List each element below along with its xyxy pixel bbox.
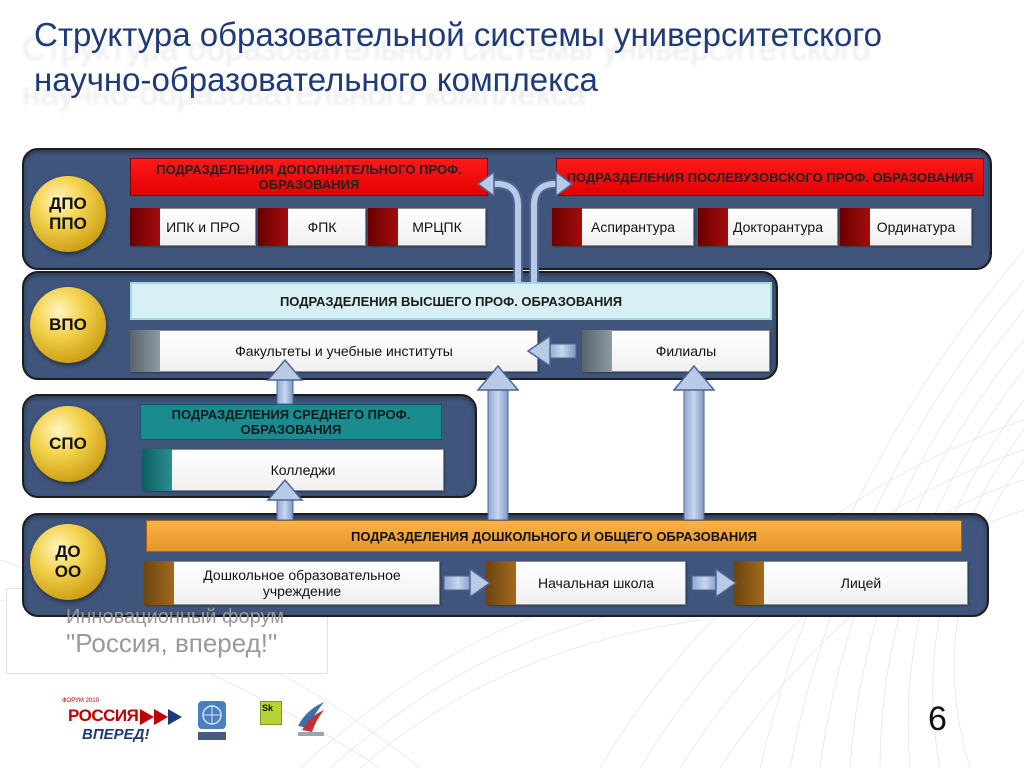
- unit-ipk-pro: ИПК и ПРО: [130, 208, 256, 246]
- unit-label: Дошкольное образовательное учреждение: [203, 567, 401, 599]
- unit-label: Ординатура: [876, 219, 956, 235]
- unit-tab: [582, 330, 612, 372]
- header-postgraduate-education-text: ПОДРАЗДЕЛЕНИЯ ПОСЛЕВУЗОВСКОГО ПРОФ. ОБРА…: [566, 169, 974, 185]
- badge-ppo-label: ППО: [49, 214, 87, 233]
- header-additional-education-text: ПОДРАЗДЕЛЕНИЯ ДОПОЛНИТЕЛЬНОГО ПРОФ. ОБРА…: [156, 162, 462, 192]
- slide-title: Структура образовательной системы универ…: [34, 16, 882, 98]
- unit-lyceum: Лицей: [734, 561, 968, 605]
- unit-primary-school: Начальная школа: [486, 561, 686, 605]
- unit-label: Начальная школа: [537, 575, 655, 591]
- header-postgraduate-education: ПОДРАЗДЕЛЕНИЯ ПОСЛЕВУЗОВСКОГО ПРОФ. ОБРА…: [556, 158, 984, 196]
- unit-mrcpk: МРЦПК: [368, 208, 486, 246]
- unit-tab: [840, 208, 870, 246]
- page-number: 6: [928, 700, 947, 738]
- forum-title-line2: "Россия, вперед!": [66, 628, 278, 658]
- unit-tab: [368, 208, 398, 246]
- skolkovo-logo-text: Sk: [262, 703, 274, 713]
- badge-do-label: ДО: [55, 542, 81, 561]
- unit-faculties: Факультеты и учебные институты: [130, 330, 538, 372]
- unit-label: Аспирантура: [590, 219, 676, 235]
- unit-label: Факультеты и учебные институты: [235, 343, 453, 359]
- unit-tab: [486, 561, 516, 605]
- unit-tab: [144, 561, 174, 605]
- skolkovo-logo: Sk: [260, 701, 282, 725]
- unit-fpk: ФПК: [258, 208, 366, 246]
- title-shadow: Структура образовательной системы универ…: [22, 30, 870, 112]
- level-badge-vpo: ВПО: [30, 287, 106, 363]
- badge-spo-label: СПО: [49, 434, 87, 453]
- unit-branches: Филиалы: [582, 330, 770, 372]
- badge-oo-label: ОО: [54, 562, 82, 581]
- unit-label: МРЦПК: [412, 219, 462, 235]
- badge-dpo-label: ДПО: [49, 194, 87, 213]
- unit-preschool: Дошкольное образовательное учреждение: [144, 561, 440, 605]
- unit-tab: [258, 208, 288, 246]
- header-secondary-education: ПОДРАЗДЕЛЕНИЯ СРЕДНЕГО ПРОФ. ОБРАЗОВАНИЯ: [140, 404, 442, 440]
- forum-title-line1: Инновационный форум: [66, 606, 285, 628]
- russia-logo-text: РОССИЯ: [68, 706, 139, 725]
- unit-ordinatura: Ординатура: [840, 208, 972, 246]
- unit-label: Колледжи: [270, 462, 336, 478]
- badge-vpo-label: ВПО: [49, 315, 87, 334]
- vpered-logo-text: ВПЕРЕД!: [82, 726, 150, 743]
- unit-tab: [142, 449, 172, 491]
- unit-tab: [130, 208, 160, 246]
- unit-colleges: Колледжи: [142, 449, 444, 491]
- unit-label: ФПК: [307, 219, 337, 235]
- russia-arrows-icon: [140, 709, 182, 725]
- header-preschool-education-text: ПОДРАЗДЕЛЕНИЯ ДОШКОЛЬНОГО И ОБЩЕГО ОБРАЗ…: [351, 528, 757, 544]
- header-secondary-education-text: ПОДРАЗДЕЛЕНИЯ СРЕДНЕГО ПРОФ. ОБРАЗОВАНИЯ: [171, 407, 411, 437]
- header-additional-education: ПОДРАЗДЕЛЕНИЯ ДОПОЛНИТЕЛЬНОГО ПРОФ. ОБРА…: [130, 158, 488, 196]
- globe-logo-icon: [198, 701, 226, 740]
- header-higher-education-text: ПОДРАЗДЕЛЕНИЯ ВЫСШЕГО ПРОФ. ОБРАЗОВАНИЯ: [279, 293, 623, 309]
- forum-logo-small-text: ФОРУМ 2010: [62, 698, 99, 704]
- unit-tab: [734, 561, 764, 605]
- unit-tab: [552, 208, 582, 246]
- unit-label: Филиалы: [655, 343, 717, 359]
- unit-label: ИПК и ПРО: [166, 219, 240, 235]
- flag-logo-icon: [298, 702, 324, 736]
- unit-tab: [130, 330, 160, 372]
- unit-aspirantura: Аспирантура: [552, 208, 694, 246]
- unit-doktorantura: Докторантура: [698, 208, 838, 246]
- level-badge-spo: СПО: [30, 406, 106, 482]
- header-higher-education: ПОДРАЗДЕЛЕНИЯ ВЫСШЕГО ПРОФ. ОБРАЗОВАНИЯ: [130, 282, 772, 320]
- unit-label: Лицей: [840, 575, 882, 591]
- header-preschool-education: ПОДРАЗДЕЛЕНИЯ ДОШКОЛЬНОГО И ОБЩЕГО ОБРАЗ…: [146, 520, 962, 552]
- unit-label: Докторантура: [732, 219, 824, 235]
- unit-tab: [698, 208, 728, 246]
